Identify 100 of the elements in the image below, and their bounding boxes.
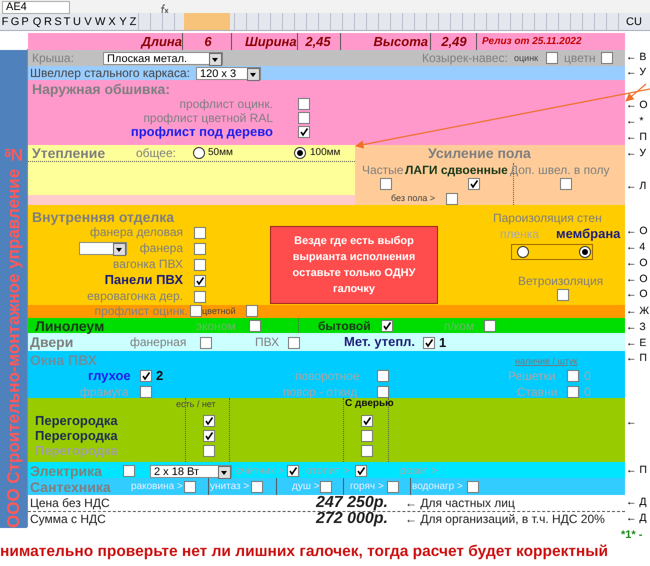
- price-value: 247 250р.: [316, 495, 388, 511]
- dimension-label: Высота: [374, 35, 428, 49]
- column-header: X: [107, 15, 117, 29]
- dimension-label: Длина: [142, 35, 182, 49]
- field-label: 2: [156, 369, 164, 383]
- side-title: ООО Строительно-монтажное управление №: [0, 50, 27, 528]
- field-label: без пола >: [391, 192, 436, 205]
- dropdown-field: Плоская метал.: [103, 52, 223, 65]
- field-label: 50мм: [208, 146, 233, 160]
- note-pointer: ←: [626, 415, 636, 429]
- column-header: S: [53, 15, 63, 29]
- footnote-mark: *1* -: [621, 528, 642, 542]
- note-pointer: ← О: [626, 272, 648, 286]
- warning-text: нимательно проверьте нет ли лишних галочек, тогда расчет будет корректный: [0, 543, 608, 561]
- form-section-band: [28, 66, 625, 80]
- column-header: T: [62, 15, 72, 29]
- field-label: Частые: [362, 163, 404, 177]
- form-section-band: [28, 305, 625, 318]
- note-pointer: ← П: [626, 130, 647, 144]
- field-label: Пароизоляция стен: [493, 211, 602, 225]
- form-section-band: [28, 33, 625, 50]
- field-label: профлист оцинк.: [180, 97, 273, 111]
- section-heading: Двери: [30, 335, 74, 349]
- section-heading: Окна ПВХ: [30, 353, 98, 367]
- dropdown-field: 120 x 3: [196, 67, 261, 80]
- field-label: 0: [584, 369, 591, 383]
- column-header: V: [83, 15, 93, 29]
- dimension-label: 2,45: [304, 35, 332, 49]
- field-label: душ >: [292, 480, 320, 494]
- field-label: Сумма с НДС: [30, 512, 106, 526]
- section-heading: Внутренняя отделка: [32, 210, 174, 224]
- field-label: евровагонка дер.: [87, 289, 183, 303]
- form-section-band: [28, 205, 625, 305]
- note-pointer: ← *: [626, 114, 644, 128]
- field-label: поворотное: [295, 369, 360, 383]
- field-label: фрамуга: [80, 385, 128, 399]
- field-label: Крыша:: [32, 51, 74, 65]
- field-label: Козырек-навес:: [422, 51, 508, 65]
- field-label: цветн: [564, 51, 596, 65]
- field-label: наличие / штук: [515, 355, 578, 368]
- form-section-band: [28, 398, 625, 462]
- field-label: вагонка ПВХ: [113, 257, 183, 271]
- field-label: общее:: [136, 146, 176, 160]
- note-pointer: ← О: [626, 256, 648, 270]
- section-heading: Электрика: [30, 464, 102, 478]
- dimension-label: 6: [203, 35, 213, 49]
- form-section-band: [355, 145, 625, 205]
- field-label: ЛАГИ сдвоенные: [405, 163, 508, 177]
- field-label: фанерная: [130, 335, 186, 349]
- field-label: профлист оцинк.: [94, 304, 188, 318]
- note-pointer: ← У: [626, 146, 646, 160]
- field-label: Перегородка: [35, 414, 118, 428]
- field-label: есть / нет: [176, 398, 216, 411]
- field-label: ← Для организаций, в т.ч. НДС 20%: [405, 512, 605, 526]
- field-label: Доп. швел. в полу: [510, 163, 610, 177]
- column-header: U: [72, 15, 82, 29]
- field-label: Ветроизоляция: [518, 274, 604, 288]
- field-label: ← Для частных лиц: [405, 496, 515, 510]
- field-label: Швеллер стального каркаса:: [30, 66, 190, 80]
- field-label: С дверью: [345, 398, 394, 411]
- field-label: цветной: [202, 305, 236, 318]
- note-pointer: ← В: [626, 50, 646, 64]
- form-section-band: [28, 462, 625, 478]
- field-label: водонагр >: [412, 480, 463, 494]
- note-pointer: ← Л: [626, 179, 646, 193]
- field-label: профлист цветной RAL: [143, 111, 273, 125]
- column-header: Z: [128, 15, 138, 29]
- field-label: 0: [584, 385, 591, 399]
- note-pointer: ← З: [626, 320, 646, 334]
- field-label: Перегородка: [35, 429, 118, 443]
- form-section-band: [28, 145, 355, 195]
- column-header: R: [43, 15, 53, 29]
- release-date: Релиз от 25.11.2022: [482, 35, 582, 49]
- field-label: отопит >: [306, 464, 350, 478]
- field-label: ПВХ: [255, 335, 280, 349]
- section-heading: Линолеум: [35, 319, 104, 333]
- arrow: [355, 88, 650, 149]
- column-header: G: [10, 15, 20, 29]
- field-label: Мет. утепл.: [344, 335, 416, 349]
- field-label: п/ком: [444, 319, 474, 333]
- field-label: Перегородка: [35, 444, 118, 458]
- field-label: глухое: [88, 369, 131, 383]
- form-section-band: [28, 351, 625, 398]
- warning-note: Везде где есть выбор вырианта исполнения оставьте только ОДНУ галочку: [270, 226, 438, 304]
- form-section-band: [28, 80, 625, 145]
- column-header: P: [20, 15, 30, 29]
- dropdown-field: 2 x 18 Вт: [150, 465, 232, 478]
- note-pointer: ← О: [626, 287, 648, 301]
- form-section-band: [28, 478, 625, 495]
- note-pointer: ← У: [626, 65, 646, 79]
- section-heading: Утепление: [32, 146, 106, 160]
- field-label: Цена без НДС: [30, 496, 110, 510]
- price-value: 272 000р.: [316, 511, 388, 527]
- field-label: Панели ПВХ: [104, 273, 183, 287]
- form-section-band: [28, 318, 625, 333]
- column-header: Y: [118, 15, 128, 29]
- field-label: мембрана: [556, 227, 620, 241]
- note-pointer: ← Д: [626, 495, 647, 509]
- field-label: горяч >: [350, 480, 384, 494]
- field-label: раковина >: [131, 480, 183, 494]
